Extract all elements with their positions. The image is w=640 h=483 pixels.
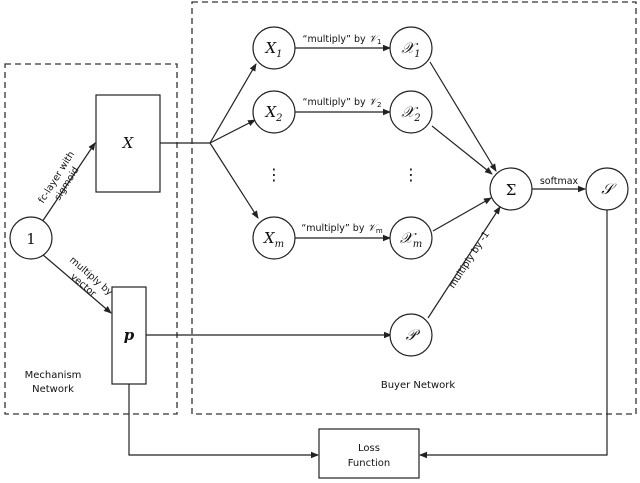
- script-x-node-1-label: 𝒳1: [401, 39, 420, 60]
- x-box-label: X: [122, 134, 135, 152]
- input-node-label: 1: [26, 230, 36, 248]
- edge-x-to-x1: [209, 63, 257, 144]
- p-box: [111, 286, 147, 385]
- multiply-neg-label: multiply by -1: [447, 229, 492, 290]
- edge-input-to-p: [41, 253, 112, 314]
- x-node-m: [252, 216, 296, 260]
- p-box-label: p: [124, 326, 135, 344]
- buyer-network-title: Buyer Network: [381, 380, 456, 391]
- sum-node-label: Σ: [506, 181, 517, 199]
- x-nodes-vdots: ⋮: [266, 165, 282, 184]
- loss-line1: Loss: [358, 443, 380, 454]
- edge-label-vm: “multiply” by 𝒱m: [301, 223, 382, 235]
- loss-function-box: [318, 428, 420, 479]
- x-node-1: [252, 26, 296, 70]
- edge-label-v2: “multiply” by 𝒱2: [303, 97, 382, 109]
- edge-x-to-x2: [209, 119, 256, 144]
- softmax-label: softmax: [540, 176, 579, 187]
- script-x-node-2-label: 𝒳2: [401, 103, 420, 124]
- edge-x-to-xm: [209, 142, 259, 219]
- edge-p-to-loss: [128, 384, 319, 459]
- edge-s-to-loss: [419, 210, 608, 459]
- script-x-node-m-label: 𝒳m: [400, 229, 422, 250]
- script-x-node-m: [389, 216, 433, 260]
- script-x-node-2: [389, 90, 433, 134]
- loss-line2: Function: [348, 458, 391, 469]
- input-node: [9, 216, 53, 260]
- script-x-node-1: [389, 26, 433, 70]
- buyer-network-frame: [191, 1, 637, 415]
- script-p-node: [389, 313, 433, 357]
- script-nodes-vdots: ⋮: [403, 165, 419, 184]
- x-node-2-label: X2: [264, 103, 282, 124]
- mechanism-network-frame: [4, 63, 178, 415]
- edge-script-xm-to-sum: [432, 197, 492, 232]
- x-node-1-label: X1: [264, 39, 282, 60]
- x-node-2: [252, 90, 296, 134]
- x-box: [95, 94, 161, 193]
- mechanism-title-line2: Network: [32, 384, 74, 395]
- edge-script-p-to-sum: [427, 206, 501, 319]
- edge-input-to-x: [41, 142, 96, 223]
- edge-script-x2-to-sum: [431, 125, 493, 175]
- edge-script-x1-to-sum: [429, 61, 497, 172]
- s-node: [585, 167, 629, 211]
- x-node-m-label: Xm: [263, 229, 284, 250]
- mechanism-title-line1: Mechanism: [25, 370, 82, 381]
- edge-label-v1: “multiply” by 𝒱1: [303, 34, 382, 46]
- sum-node: [489, 167, 533, 211]
